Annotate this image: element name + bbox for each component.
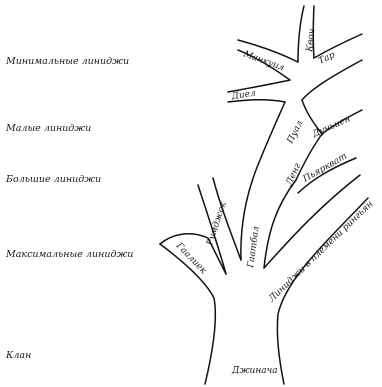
level-label-small: Малые линиджи (5, 123, 91, 134)
kvoch-twig (298, 6, 304, 62)
branch-label-rumdzhok: Румджок (205, 200, 229, 248)
level-label-maximal: Максимальные линиджи (5, 249, 133, 260)
branch-label-clan: Джинача (231, 366, 278, 376)
trunk-left-edge (160, 244, 215, 384)
branch-label-incorporated: Линиджи в племени рингьян (266, 199, 375, 305)
branch-label-tar: Тар (317, 50, 337, 67)
branch-label-leng: Ленг (284, 161, 303, 188)
branch-label-gaatbal: Гаатбал (245, 225, 262, 269)
gaatbal-stem-left (241, 102, 285, 260)
level-label-clan: Клан (5, 350, 31, 361)
level-label-large: Большие линиджи (5, 174, 101, 185)
branch-label-kvoch: Квоч (305, 28, 317, 53)
tar-twig-lower (302, 60, 362, 100)
branch-label-pual: Пуал (285, 119, 305, 146)
gaatbal-stem-right (264, 180, 296, 268)
branch-label-dumien: Дуньиен (310, 114, 352, 140)
tar-twig (314, 34, 362, 58)
level-label-minimal: Минимальные линиджи (5, 56, 129, 67)
